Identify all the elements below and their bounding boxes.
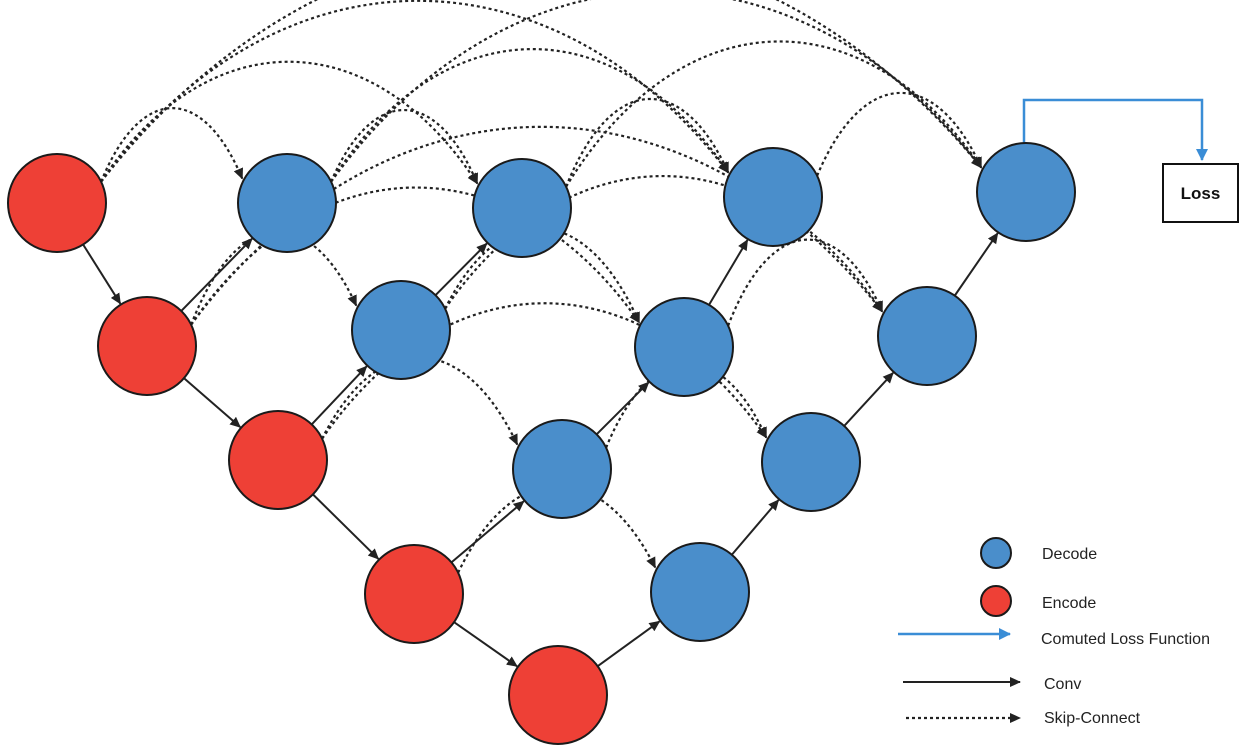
conv-edge-X12-X03 xyxy=(708,239,749,306)
loss-connection xyxy=(1022,98,1208,161)
nodes xyxy=(7,142,1076,745)
decode-node-x21 xyxy=(512,419,612,519)
conv-edge-X30-X40 xyxy=(453,621,518,668)
legend-decode-swatch xyxy=(980,537,1012,569)
encode-node-x40 xyxy=(508,645,608,745)
decode-node-x13 xyxy=(877,286,977,386)
legend-skip-label: Skip-Connect xyxy=(1044,710,1141,727)
skip-edge-X01-X04 xyxy=(330,0,983,183)
loss-box xyxy=(1162,163,1239,223)
conv-edge-X20-X11 xyxy=(310,365,368,426)
legend-encode-label: Encode xyxy=(1042,595,1096,612)
conv-edge-X13-X04 xyxy=(953,232,999,297)
legend: Decode Encode Comuted Loss Function Conv… xyxy=(898,537,1210,727)
decode-node-x22 xyxy=(761,412,861,512)
legend-conv-label: Conv xyxy=(1044,676,1081,693)
encode-node-x10 xyxy=(97,296,197,396)
encode-node-x30 xyxy=(364,544,464,644)
decode-node-x31 xyxy=(650,542,750,642)
decode-node-x11 xyxy=(351,280,451,380)
skip-edge-X02-X04 xyxy=(565,40,983,188)
legend-decode-label: Decode xyxy=(1042,546,1097,563)
decode-node-x01 xyxy=(237,153,337,253)
skip-edge-X00-X01 xyxy=(100,107,244,183)
decode-node-x03 xyxy=(723,147,823,247)
conv-edge-X21-X12 xyxy=(595,381,650,436)
skip-edge-X10-X11 xyxy=(190,230,358,326)
skip-edge-X02-X03 xyxy=(565,97,730,188)
skip-edge-X01-X02 xyxy=(330,109,479,185)
conv-edge-X31-X22 xyxy=(731,499,780,556)
conv-edge-X00-X10 xyxy=(82,243,122,305)
loss-label: Loss xyxy=(1181,184,1221,203)
conv-edge-X40-X31 xyxy=(597,620,661,668)
conv-edge-X30-X21 xyxy=(450,500,525,564)
skip-edge-X00-X04 xyxy=(100,0,983,183)
skip-edge-X01-X03 xyxy=(330,48,730,183)
encode-node-x20 xyxy=(228,410,328,510)
decode-node-x02 xyxy=(472,158,572,258)
conv-connections xyxy=(82,232,999,668)
decode-node-x12 xyxy=(634,297,734,397)
loss-output: Loss xyxy=(1022,98,1239,223)
skip-edge-X00-X03 xyxy=(100,0,730,183)
skip-edge-X10-X12 xyxy=(190,186,641,326)
legend-loss-label: Comuted Loss Function xyxy=(1041,631,1210,648)
skip-edge-X03-X04 xyxy=(816,91,983,177)
conv-edge-X22-X13 xyxy=(843,372,894,427)
conv-edge-X11-X02 xyxy=(434,242,488,296)
conv-edge-X10-X01 xyxy=(180,238,253,312)
skip-edge-X12-X13 xyxy=(727,238,884,327)
conv-edge-X10-X20 xyxy=(183,377,242,428)
encode-node-x00 xyxy=(7,153,107,253)
conv-edge-X20-X30 xyxy=(312,493,380,560)
decode-node-x04 xyxy=(976,142,1076,242)
legend-encode-swatch xyxy=(980,585,1012,617)
